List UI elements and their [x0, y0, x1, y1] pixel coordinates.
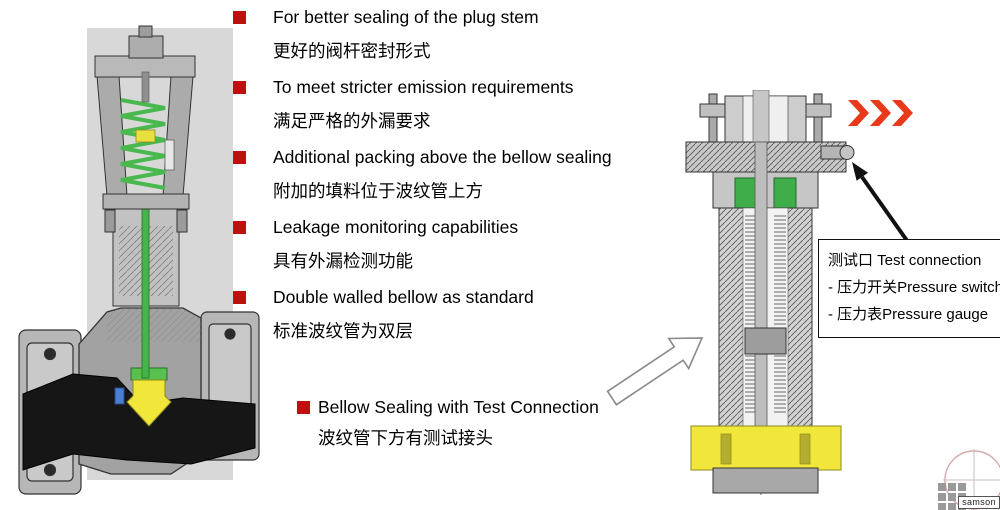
bullet-square-icon: [297, 400, 310, 414]
bullet-text-en: To meet stricter emission requirements: [273, 76, 574, 97]
bullet-text-en: Leakage monitoring capabilities: [273, 216, 519, 237]
test-box-item: - 压力表Pressure gauge: [828, 306, 989, 323]
callout: Bellow Sealing with Test Connection 波纹管下…: [297, 392, 599, 455]
bullet-item: Leakage monitoring capabilities 具有外漏检测功能: [233, 210, 673, 278]
bullet-item: Additional packing above the bellow seal…: [233, 140, 673, 208]
bullet-square-icon: [233, 220, 246, 234]
valve-cutaway-drawing: [18, 25, 260, 495]
bullet-item: Double walled bellow as standard 标准波纹管为双…: [233, 280, 673, 348]
bullet-list: For better sealing of the plug stem 更好的阀…: [233, 0, 673, 350]
bullet-text-en: Double walled bellow as standard: [273, 286, 534, 307]
red-chevrons-icon: [848, 100, 913, 126]
callout-text-en: Bellow Sealing with Test Connection: [318, 396, 599, 417]
detail-cutaway-drawing: [685, 89, 855, 495]
white-arrow-icon: [606, 337, 704, 406]
bullet-text-zh: 附加的填料位于波纹管上方: [273, 181, 483, 201]
samson-logo-text: samson: [958, 496, 1000, 509]
detail-cutaway-illustration: [683, 89, 858, 495]
bullet-square-icon: [233, 290, 246, 304]
bullet-text-zh: 更好的阀杆密封形式: [273, 41, 431, 61]
bullet-square-icon: [233, 150, 246, 164]
pointer-arrow-icon: [852, 162, 910, 244]
bullet-item: For better sealing of the plug stem 更好的阀…: [233, 0, 673, 68]
samson-logo: samson: [932, 446, 1000, 510]
test-box-title: 测试口 Test connection: [828, 252, 982, 269]
test-connection-box: 测试口 Test connection - 压力开关Pressure switc…: [818, 239, 1000, 338]
bullet-text-zh: 具有外漏检测功能: [273, 251, 413, 271]
test-box-item: - 压力开关Pressure switch: [828, 279, 1000, 296]
bullet-item: To meet stricter emission requirements 满…: [233, 70, 673, 138]
bullet-text-en: Additional packing above the bellow seal…: [273, 146, 612, 167]
bullet-square-icon: [233, 80, 246, 94]
bullet-text-zh: 满足严格的外漏要求: [273, 111, 431, 131]
bullet-square-icon: [233, 10, 246, 24]
bullet-text-en: For better sealing of the plug stem: [273, 6, 539, 27]
valve-cutaway-illustration: [15, 12, 260, 497]
bullet-text-zh: 标准波纹管为双层: [273, 321, 413, 341]
callout-text-zh: 波纹管下方有测试接头: [318, 428, 493, 448]
